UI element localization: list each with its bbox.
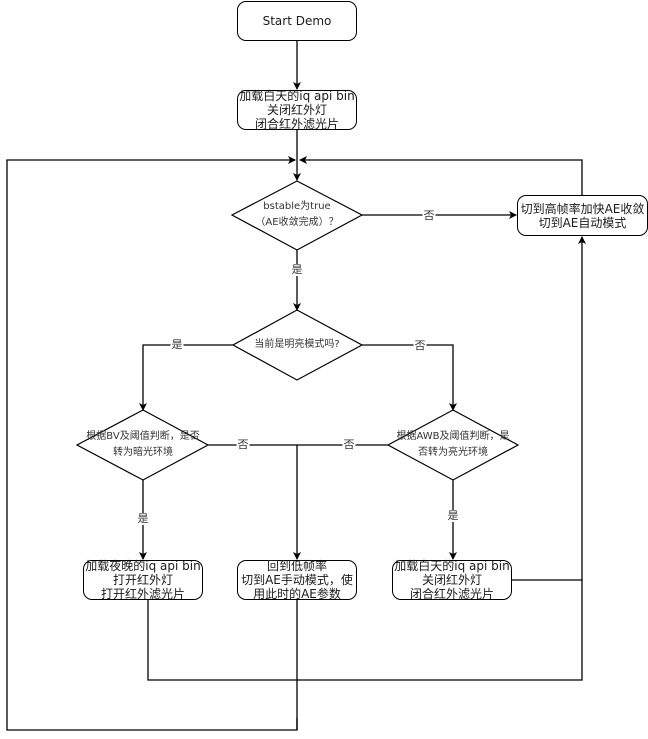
decision-stable-diamond: [230, 180, 364, 251]
node-line: 回到低帧率: [266, 559, 327, 573]
start-node-label: Start Demo: [262, 14, 332, 28]
node-line: 用此时的AE参数: [253, 587, 341, 601]
node-line: （AE收敛完成）？: [255, 217, 339, 228]
node-line: 闭合红外滤光片: [409, 587, 494, 601]
node-line: 加载夜晚的iq api bin: [85, 559, 201, 573]
node-line: bstable为true: [263, 201, 331, 212]
node-line: 加载白天的iq api bin: [239, 89, 355, 103]
fast-converge-node: 切到高帧率加快AE收敛 切到AE自动模式: [517, 195, 648, 236]
edge-bright-yes: [139, 344, 233, 411]
node-line: 转为暗光环境: [113, 447, 173, 458]
edge-label-stable-yes: 是: [290, 263, 304, 276]
edge-loop-right-return: [299, 156, 583, 195]
decision-bright-mode-diamond: [231, 309, 364, 381]
node-line: 切到高帧率加快AE收敛: [520, 201, 645, 216]
edge-bv-no: [208, 444, 301, 560]
edge-label-awb-no: 否: [342, 438, 356, 451]
load-day-node: 加载白天的iq api bin 关闭红外灯 闭合红外滤光片: [392, 559, 512, 601]
node-line: 当前是明亮模式吗?: [254, 339, 340, 350]
node-line: 打开红外灯: [112, 573, 173, 587]
decision-awb-label: 根据AWB及阈值判断，是 否转为亮光环境: [390, 429, 516, 461]
edge-label-awb-yes: 是: [446, 509, 460, 522]
edge-label-bright-no: 否: [413, 339, 427, 352]
edge-label-bv-yes: 是: [136, 512, 150, 525]
edge-label-bv-no: 否: [236, 438, 250, 451]
decision-bv-diamond: [75, 409, 210, 481]
edge-bright-no: [362, 344, 457, 411]
node-line: 加载白天的iq api bin: [394, 559, 510, 573]
node-line: 根据BV及阈值判断，是否: [86, 431, 200, 442]
node-line: 关闭红外灯: [421, 573, 482, 587]
load-night-node: 加载夜晚的iq api bin 打开红外灯 打开红外滤光片: [83, 559, 203, 601]
low-fps-manual-node: 回到低帧率 切到AE手动模式，使 用此时的AE参数: [237, 559, 357, 601]
decision-awb-diamond: [386, 409, 520, 481]
node-line: 关闭红外灯: [266, 103, 327, 117]
node-line: 切到AE手动模式，使: [241, 573, 353, 587]
edge-night-to-fast-converge: [147, 236, 586, 681]
edge-label-stable-no: 否: [422, 209, 436, 222]
node-line: 否转为亮光环境: [418, 447, 488, 458]
decision-stable-label: bstable为true （AE收敛完成）？: [237, 199, 357, 231]
node-line: 切到AE自动模式: [538, 215, 627, 230]
decision-bv-label: 根据BV及阈值判断，是否 转为暗光环境: [80, 429, 206, 461]
node-line: 根据AWB及阈值判断，是: [396, 431, 510, 442]
start-node: Start Demo: [237, 1, 357, 41]
edge-label-bright-yes: 是: [170, 338, 184, 351]
node-line: 打开红外滤光片: [100, 587, 185, 601]
node-line: 闭合红外滤光片: [254, 117, 339, 131]
decision-bright-mode-label: 当前是明亮模式吗?: [237, 337, 357, 353]
load-day-init-node: 加载白天的iq api bin 关闭红外灯 闭合红外滤光片: [237, 89, 357, 131]
